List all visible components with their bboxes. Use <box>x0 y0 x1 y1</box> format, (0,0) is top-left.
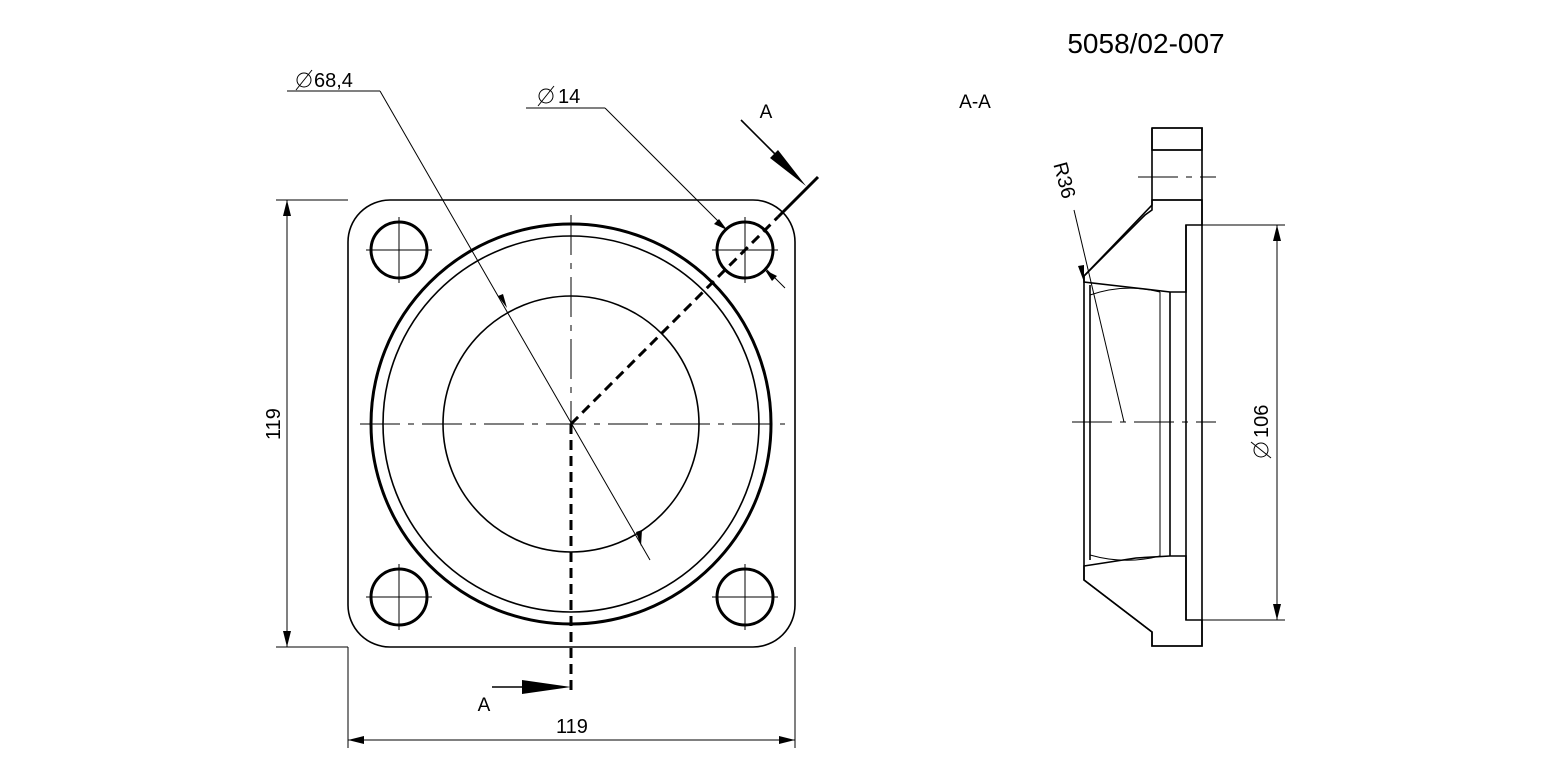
section-label-top: A <box>760 102 773 123</box>
width-arrow-left <box>348 736 364 744</box>
bore-curve-bottom <box>1089 554 1161 561</box>
flange-outline <box>347 199 796 648</box>
svg-text:14: 14 <box>558 86 580 108</box>
hatch-top-cap <box>1151 127 1203 151</box>
dia-14-leader <box>604 107 726 229</box>
height-arrow-bottom <box>283 631 291 647</box>
dia-68-leader <box>379 90 651 561</box>
section-plane-diagonal <box>569 215 780 426</box>
dia-14-arrow-1 <box>714 219 727 230</box>
radius-arrow <box>1078 265 1084 282</box>
height-arrow-top <box>283 200 291 216</box>
width-dim-label: 119 <box>556 716 588 738</box>
svg-text:106: 106 <box>1251 405 1273 438</box>
dia-68-label: 68,4 <box>295 69 353 92</box>
hatch-lower-body <box>1083 555 1203 647</box>
width-arrow-right <box>779 736 795 744</box>
dia-106-arrow-top <box>1273 225 1281 241</box>
diameter-symbol-icon <box>295 69 313 91</box>
dia-68-arrow-1 <box>498 294 507 308</box>
diameter-symbol-icon <box>537 85 555 107</box>
dia-68-arrow-2 <box>636 530 642 546</box>
section-arrow-top-head <box>770 150 806 186</box>
section-label-bottom: A <box>478 695 491 716</box>
front-view: A A 68,4 14 <box>263 69 820 748</box>
height-dim-label: 119 <box>263 408 285 440</box>
diameter-symbol-icon <box>1250 441 1272 459</box>
radius-label: R36 <box>1048 160 1079 201</box>
section-plane-end-top <box>776 175 820 219</box>
bolt-hole-bottom-right <box>712 564 778 630</box>
section-outline <box>1083 127 1203 647</box>
bolt-hole-top-left <box>366 217 432 283</box>
section-arrow-bottom-head <box>522 680 571 694</box>
svg-text:68,4: 68,4 <box>314 70 353 92</box>
dia-14-label: 14 <box>537 85 580 108</box>
drawing-number: 5058/02-007 <box>1067 28 1224 59</box>
dia-14-arrow-2 <box>765 270 777 281</box>
bolt-hole-bottom-left <box>366 564 432 630</box>
radius-leader <box>1073 209 1125 423</box>
dia-106-label: 106 <box>1250 405 1273 459</box>
section-view: A-A R36 <box>959 92 1285 647</box>
dia-106-arrow-bottom <box>1273 604 1281 620</box>
section-view-label: A-A <box>959 92 991 113</box>
bore-curve-top <box>1089 287 1161 296</box>
